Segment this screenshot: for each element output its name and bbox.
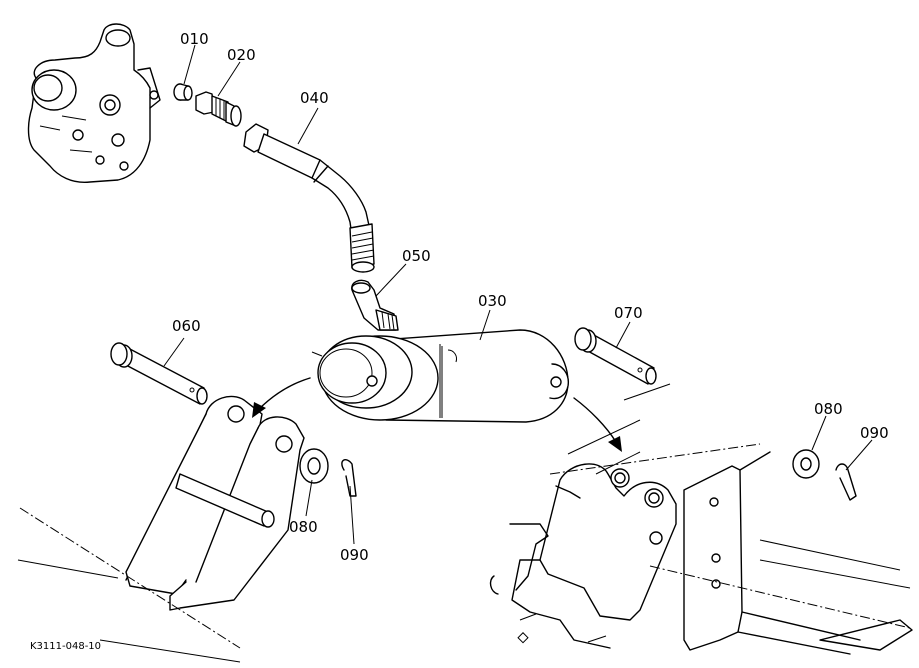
callout-labels: 010 020 040 050 030 060 070 080 090 080 … — [172, 30, 889, 564]
callout-020: 020 — [227, 46, 256, 64]
callout-050: 050 — [402, 247, 431, 265]
drawing-code: K3111-048-10 — [30, 641, 101, 652]
part-080-washer-left — [299, 448, 329, 484]
part-090-cotter-right — [835, 463, 857, 501]
part-040-hose — [243, 123, 375, 273]
callout-070: 070 — [614, 304, 643, 322]
part-080-washer-right — [792, 449, 820, 479]
part-070-pin — [574, 327, 657, 385]
part-010-plug — [173, 83, 193, 101]
callout-080-left: 080 — [289, 518, 318, 536]
part-050-elbow — [351, 279, 399, 331]
assembly-arrow-left — [252, 377, 311, 418]
part-030-cylinder — [311, 329, 569, 423]
part-020-adaptor — [195, 91, 242, 127]
callout-040: 040 — [300, 89, 329, 107]
right-frame — [489, 383, 913, 655]
pump-body — [27, 23, 161, 183]
callout-030: 030 — [478, 292, 507, 310]
callout-090-left: 090 — [340, 546, 369, 564]
leader-lines — [163, 44, 873, 545]
callout-090-right: 090 — [860, 424, 889, 442]
callout-010: 010 — [180, 30, 209, 48]
part-090-cotter-left — [341, 459, 357, 497]
callout-060: 060 — [172, 317, 201, 335]
left-bracket — [17, 395, 305, 663]
part-060-pin — [110, 342, 208, 405]
callout-080-right: 080 — [814, 400, 843, 418]
assembly-arrow-right — [573, 397, 622, 452]
